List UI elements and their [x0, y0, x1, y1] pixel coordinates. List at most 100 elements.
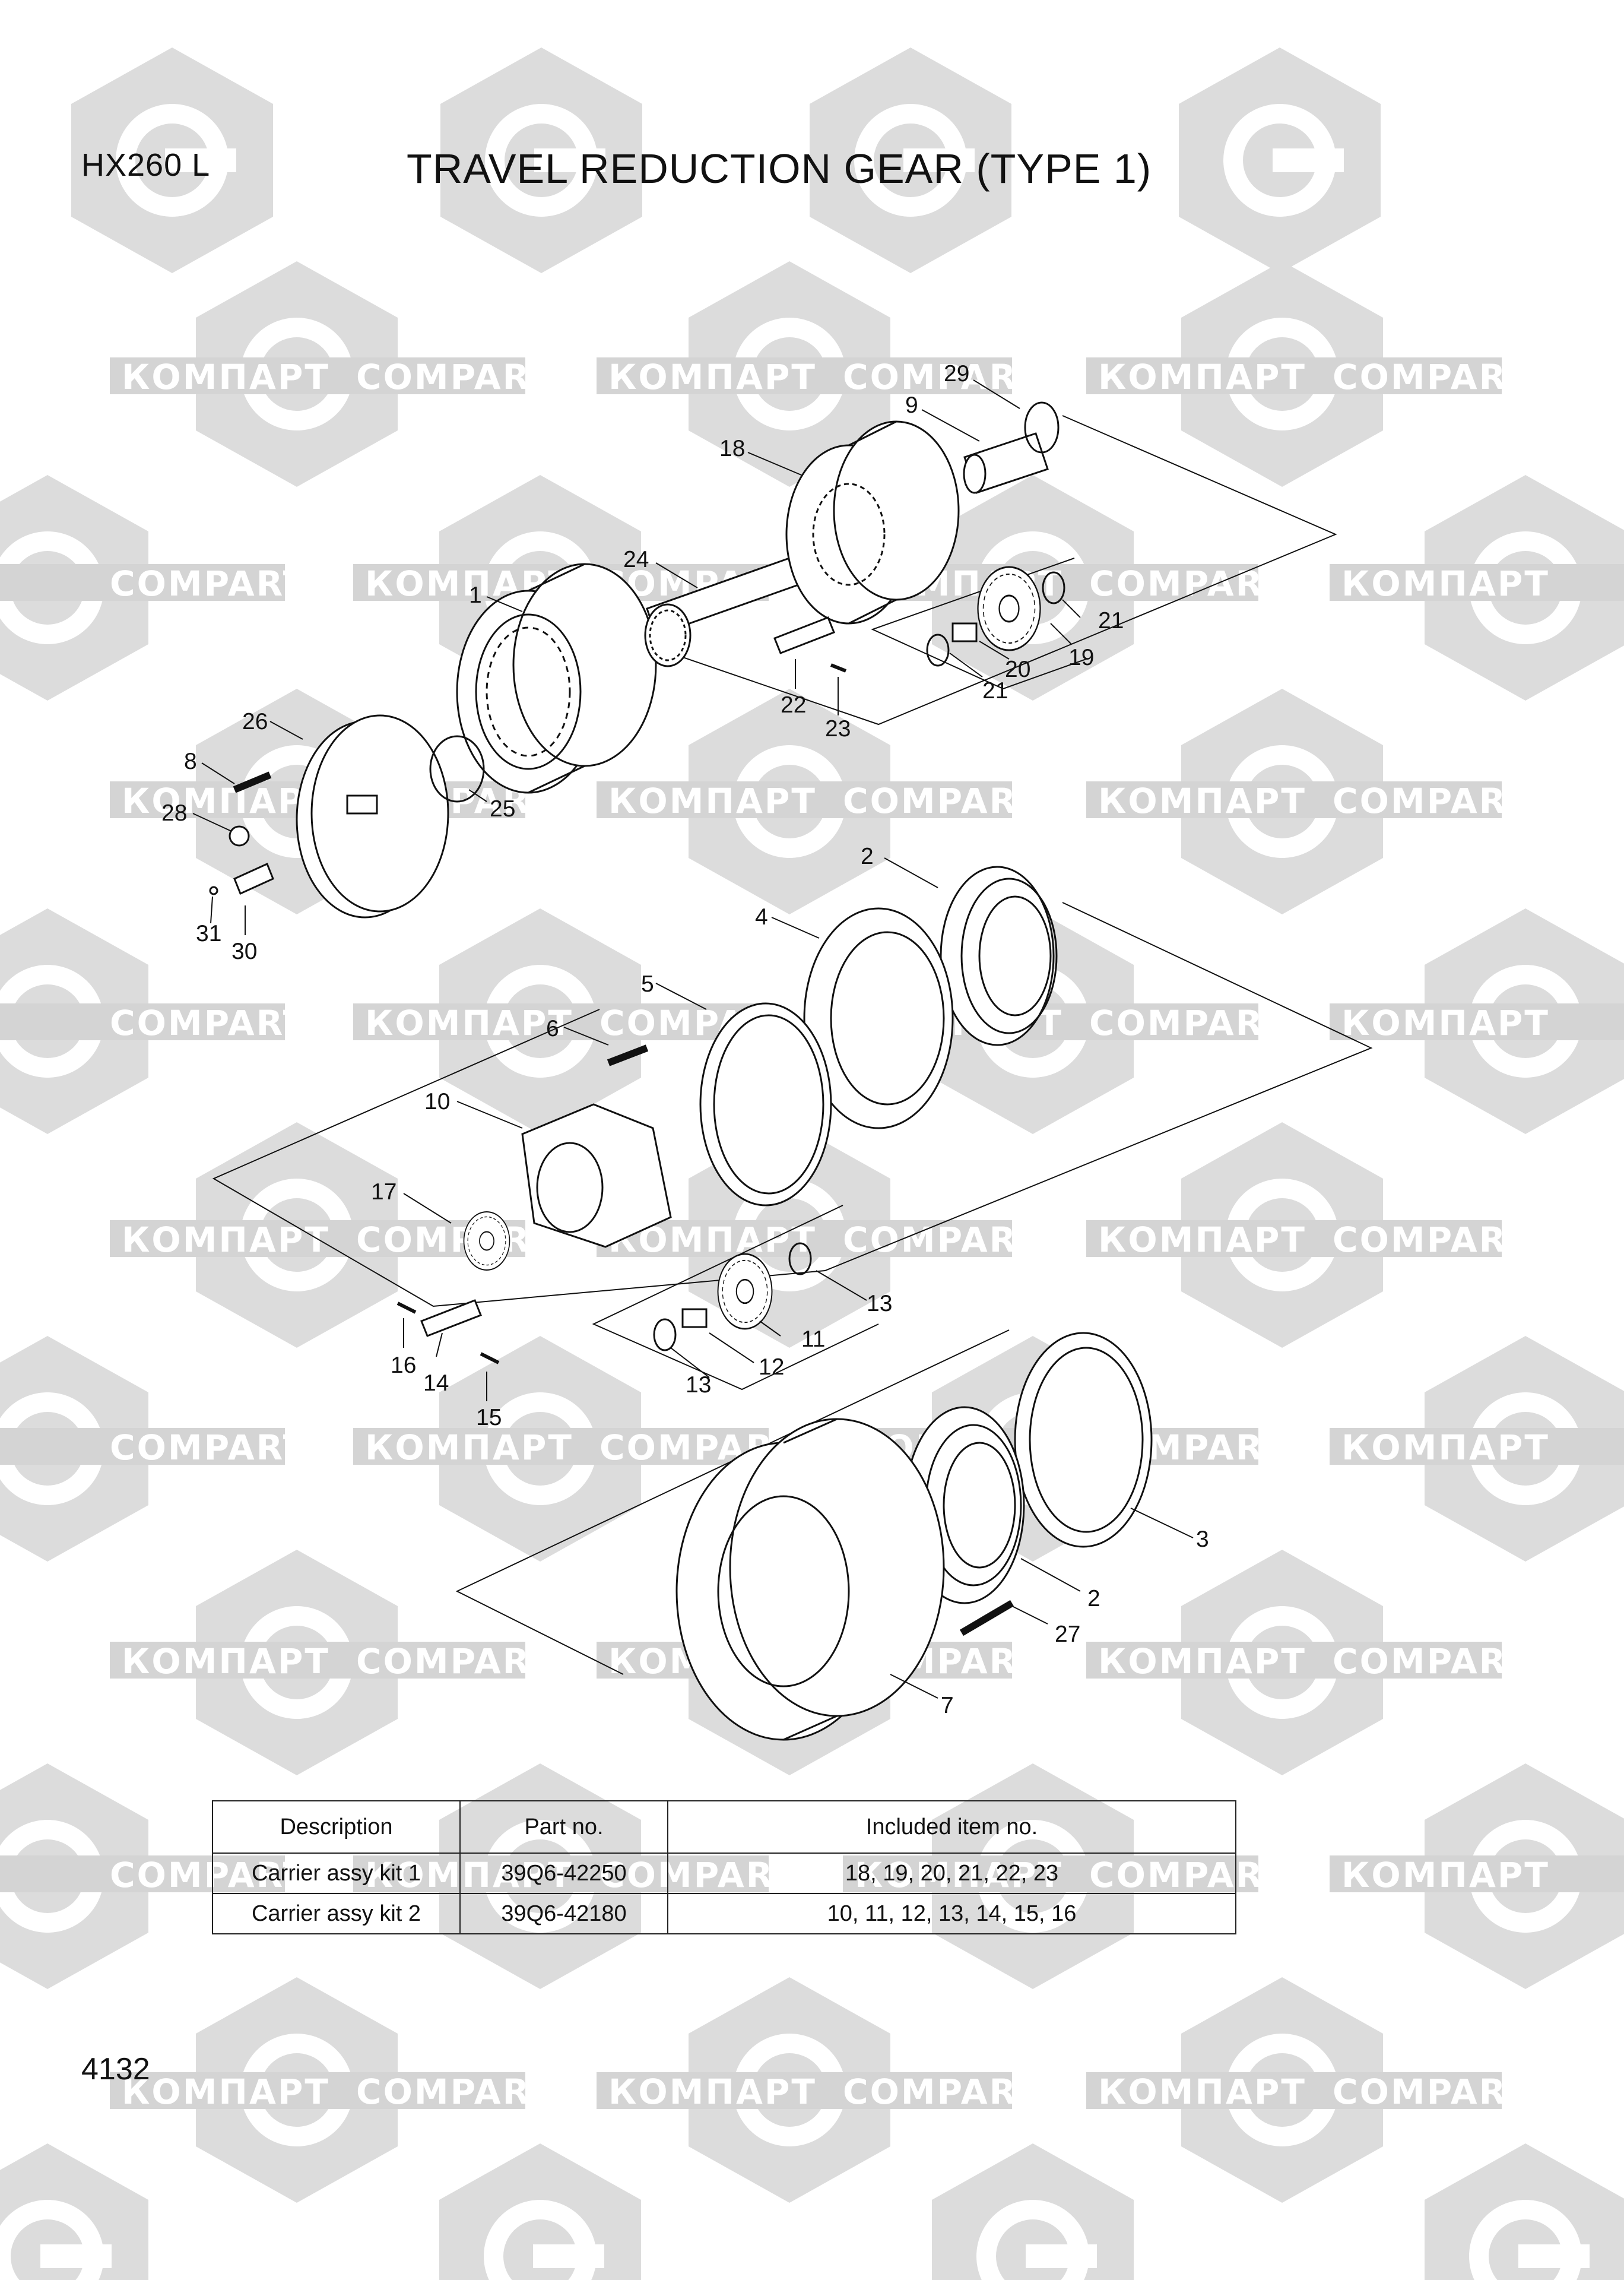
- callout-20: 20: [1005, 657, 1030, 682]
- watermark-text: КОМПАРТ: [1098, 1220, 1306, 1260]
- watermark-text: COMPART: [1333, 357, 1531, 397]
- watermark-text: КОМПАРТ: [122, 357, 330, 397]
- callout-23: 23: [825, 716, 851, 742]
- page-title: TRAVEL REDUCTION GEAR (TYPE 1): [407, 145, 1152, 192]
- thrust-washer-13b: [653, 1318, 677, 1351]
- watermark-text: КОМПАРТ: [1098, 781, 1306, 821]
- planet-carrier-18: [785, 420, 960, 625]
- cover-26: [296, 714, 449, 919]
- sun-shaft: [644, 557, 800, 667]
- needle-bearing-20: [951, 622, 978, 642]
- callout-27: 27: [1055, 1622, 1080, 1647]
- callout-30: 30: [231, 939, 257, 964]
- watermark-text: КОМПАРТ: [122, 1220, 330, 1260]
- cell-part-no: 39Q6-42250: [459, 1852, 668, 1894]
- callout-5: 5: [641, 971, 654, 997]
- watermark-text: КОМПАРТ: [1098, 357, 1306, 397]
- watermark-text: КОМПАРТ: [1098, 2072, 1306, 2112]
- pin-14: [420, 1299, 482, 1337]
- watermark-text: КОМПАРТ: [1341, 1427, 1550, 1468]
- watermark-text: COMPART: [1089, 1003, 1287, 1043]
- header-description: Description: [212, 1800, 461, 1854]
- watermark-text: COMPART: [110, 1003, 308, 1043]
- bushing-9-end: [963, 454, 987, 494]
- watermark-text: КОМПАРТ: [608, 357, 817, 397]
- snap-ring-29: [1024, 401, 1060, 454]
- shim-5: [699, 1002, 832, 1206]
- planet-gear-11: [717, 1253, 773, 1330]
- callout-7: 7: [941, 1693, 954, 1718]
- leader-lines: [192, 379, 1194, 1699]
- callout-3: 3: [1196, 1527, 1209, 1552]
- bolt-27: [959, 1600, 1014, 1636]
- callout-2-upper: 2: [861, 844, 874, 869]
- watermark-text: COMPART: [843, 1220, 1041, 1260]
- callout-6: 6: [546, 1016, 559, 1041]
- table-row: Carrier assy kit 2 39Q6-42180 10, 11, 12…: [212, 1893, 1236, 1934]
- group-frame-bottom: [455, 1329, 1010, 1675]
- header-part-no: Part no.: [459, 1800, 668, 1854]
- callout-17: 17: [371, 1179, 397, 1205]
- thrust-washer-21a: [926, 634, 950, 667]
- needle-bearing-12: [681, 1308, 708, 1328]
- pin-22: [773, 616, 835, 654]
- planet-gear-19: [977, 566, 1041, 651]
- callout-9: 9: [905, 392, 918, 418]
- watermark-text: КОМПАРТ: [122, 1641, 330, 1682]
- watermark-text: COMPART: [1333, 1220, 1531, 1260]
- rivet-31: [209, 886, 218, 895]
- callout-31: 31: [196, 921, 221, 946]
- watermark-text: COMPART: [843, 2072, 1041, 2112]
- o-ring-25: [429, 735, 485, 803]
- kit-table: Description Part no. Included item no. C…: [212, 1800, 1236, 1934]
- table-row: Carrier assy kit 1 39Q6-42250 18, 19, 20…: [212, 1852, 1236, 1894]
- spring-pin-23: [830, 663, 847, 673]
- callout-21a: 21: [1098, 608, 1124, 634]
- watermark-text: КОМПАРТ: [122, 781, 330, 821]
- callout-21b: 21: [982, 678, 1008, 704]
- callout-25: 25: [490, 796, 515, 822]
- watermark-text: КОМПАРТ: [608, 781, 817, 821]
- watermark-text: КОМПАРТ: [365, 1427, 573, 1468]
- ring-4: [803, 907, 954, 1129]
- hub-7: [675, 1418, 945, 1741]
- cell-description: Carrier assy kit 1: [212, 1852, 461, 1894]
- group-frame-top: [670, 415, 1337, 726]
- watermark-text: КОМПАРТ: [1341, 1855, 1550, 1895]
- callout-19: 19: [1068, 645, 1094, 670]
- callout-4: 4: [755, 904, 768, 930]
- bearing-2-upper: [940, 866, 1058, 1046]
- callout-15: 15: [476, 1405, 502, 1430]
- thrust-washer-21b: [1042, 571, 1065, 604]
- watermark-text: COMPART: [1333, 2072, 1531, 2112]
- callout-13a: 13: [867, 1291, 892, 1316]
- watermark-text: КОМПАРТ: [608, 2072, 817, 2112]
- callout-16: 16: [391, 1353, 416, 1378]
- callout-10: 10: [424, 1089, 450, 1114]
- cell-included-items: 10, 11, 12, 13, 14, 15, 16: [667, 1893, 1236, 1934]
- callout-13b: 13: [686, 1372, 711, 1398]
- watermark-text: КОМПАРТ: [1341, 1003, 1550, 1043]
- watermark-text: COMPART: [356, 357, 554, 397]
- callout-26: 26: [242, 709, 268, 734]
- callout-8: 8: [184, 749, 197, 774]
- group-frame-middle: [212, 902, 1373, 1307]
- callout-29: 29: [944, 361, 969, 387]
- planet-gear-17: [463, 1211, 510, 1271]
- cell-description: Carrier assy kit 2: [212, 1893, 461, 1934]
- subgroup-frame-19: [871, 558, 1087, 690]
- parts-drawing: [209, 401, 1373, 1741]
- bolt-8: [233, 771, 272, 793]
- bolt-6: [607, 1044, 649, 1066]
- ring-gear-housing: [456, 563, 657, 794]
- watermark-text: COMPART: [843, 357, 1041, 397]
- floating-seal-3: [1014, 1332, 1153, 1548]
- cell-part-no: 39Q6-42180: [459, 1893, 668, 1934]
- kit-table-header-row: Description Part no. Included item no.: [212, 1800, 1236, 1854]
- callout-2-lower: 2: [1087, 1586, 1100, 1611]
- callout-11: 11: [801, 1326, 826, 1352]
- thrust-washer-13a: [788, 1242, 812, 1275]
- callout-22: 22: [781, 692, 806, 718]
- nameplate-30: [233, 862, 274, 895]
